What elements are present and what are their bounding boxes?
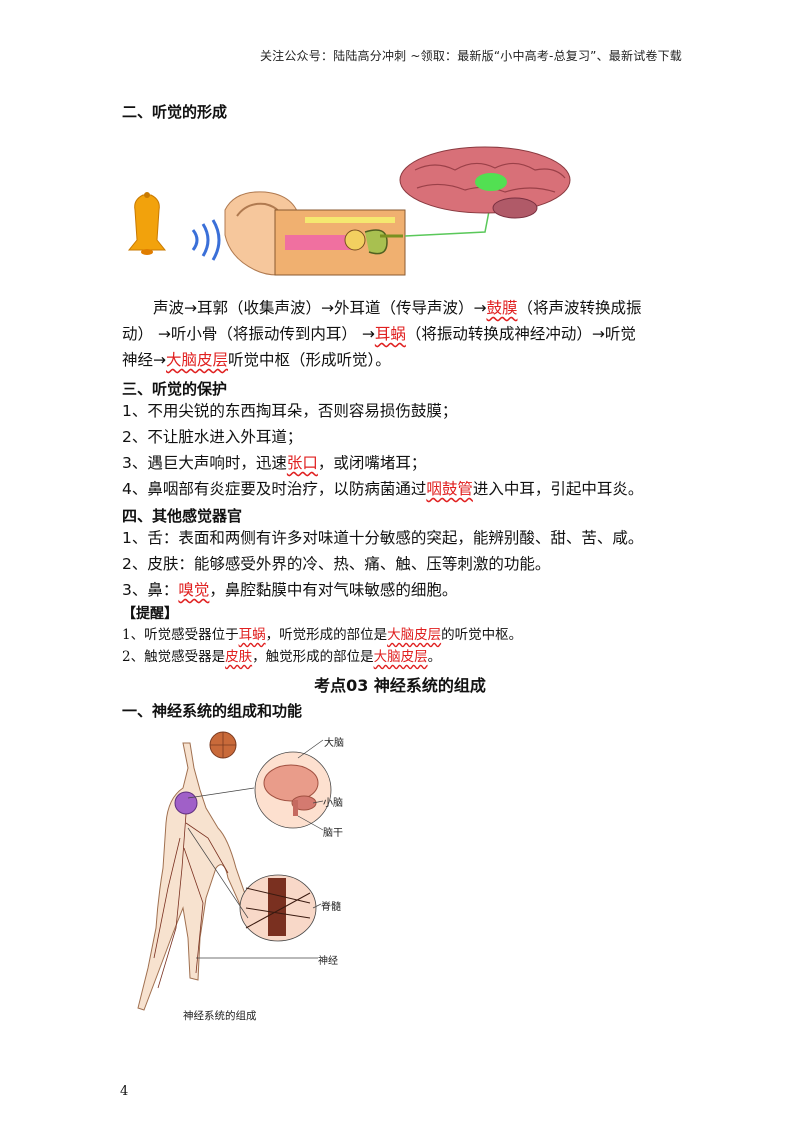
label-nerve: 神经 [318,956,338,967]
keyword-cerebral-cortex: 大脑皮层 [166,351,229,369]
exam-point-title: 考点03 神经系统的组成 [314,676,486,695]
formation-line-1: 声波→耳郭（收集声波）→外耳道（传导声波）→鼓膜（将声波转换成振 [153,299,642,317]
keyword-eardrum: 鼓膜 [486,299,518,317]
other-senses-item-3: 3、鼻：嗅觉，鼻腔黏膜中有对气味敏感的细胞。 [122,581,458,599]
protection-item-1: 1、不用尖锐的东西掏耳朵，否则容易损伤鼓膜； [122,402,458,420]
keyword-eustachian-tube: 咽鼓管 [426,480,473,498]
ear-icon [224,191,406,276]
ear-hearing-illustration [127,146,571,276]
keyword-cochlea: 耳蜗 [374,325,406,343]
label-cerebrum: 大脑 [324,738,344,749]
tip-line-2: 2、触觉感受器是皮肤，触觉形成的部位是大脑皮层。 [122,649,442,665]
label-spinal-cord: 脊髓 [321,902,341,913]
sound-waves-icon [191,219,221,261]
protection-item-2: 2、不让脏水进入外耳道； [122,428,303,446]
section-title-other-senses: 四、其他感觉器官 [122,507,243,525]
human-figure-icon [137,742,253,1011]
tip-line-1: 1、听觉感受器位于耳蜗，听觉形成的部位是大脑皮层的听觉中枢。 [122,627,523,643]
other-senses-item-1: 1、舌：表面和两侧有许多对味道十分敏感的突起，能辨别酸、甜、苦、咸。 [122,529,644,547]
section-title-hearing-formation: 二、听觉的形成 [122,103,228,121]
section-title-nervous-system: 一、神经系统的组成和功能 [122,702,303,720]
bell-icon [127,192,167,255]
other-senses-item-2: 2、皮肤：能够感受外界的冷、热、痛、触、压等刺激的功能。 [122,555,551,573]
formation-line-3: 神经→大脑皮层听觉中枢（形成听觉）。 [122,351,391,369]
tip-label: 【提醒】 [122,606,178,622]
label-cerebellum: 小脑 [323,798,343,809]
figure-caption: 神经系统的组成 [183,1010,257,1022]
protection-item-4: 4、鼻咽部有炎症要及时治疗，以防病菌通过咽鼓管进入中耳，引起中耳炎。 [122,480,644,498]
section-title-hearing-protection: 三、听觉的保护 [122,380,228,398]
page-header: 关注公众号：陆陆高分冲刺 ~领取：最新版“小中高考-总复习”、最新试卷下载 [259,49,682,63]
label-brainstem: 脑干 [323,828,343,839]
formation-line-2: 动） →听小骨（将振动传到内耳） →耳蜗（将振动转换成神经冲动）→听觉 [122,325,636,343]
nervous-system-illustration [137,731,332,1011]
keyword-open-mouth: 张口 [286,454,318,472]
page-number: 4 [120,1084,129,1099]
keyword-smell: 嗅觉 [178,581,210,599]
protection-item-3: 3、遇巨大声响时，迅速张口，或闭嘴堵耳； [122,454,427,472]
brain-icon [399,146,571,219]
